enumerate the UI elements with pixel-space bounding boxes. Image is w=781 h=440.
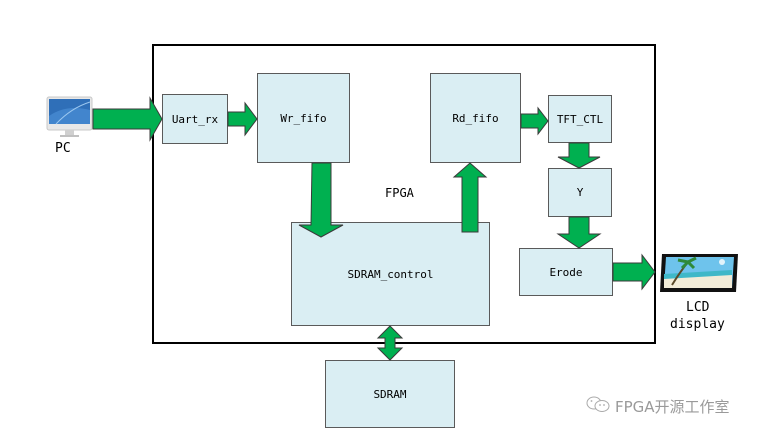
arrow-y-to-erode [556,216,602,249]
arrow-pc-to-uart-rx [92,96,163,142]
wechat-icon [585,395,611,417]
block-tft-ctl: TFT_CTL [548,95,612,143]
block-erode: Erode [519,248,613,296]
arrow-sdram-control-to-rd-fifo [452,162,488,233]
block-rd-fifo: Rd_fifo [430,73,521,163]
arrow-uart-rx-to-wr-fifo [227,101,258,137]
fpga-container [152,44,656,344]
arrow-sdram-control-sdram-bidirectional [376,325,404,361]
arrow-rd-fifo-to-tft-ctl [520,106,549,136]
block-sdram-control: SDRAM_control [291,222,490,326]
arrow-wr-fifo-to-sdram-control [298,162,344,238]
pc-monitor-icon [46,96,93,138]
fpga-label: FPGA [385,186,414,200]
block-wr-fifo: Wr_fifo [257,73,350,163]
watermark-text: FPGA开源工作室 [615,397,730,416]
watermark: FPGA开源工作室 [585,395,730,417]
block-sdram: SDRAM [325,360,455,428]
lcd-display-icon [658,252,740,294]
lcd-label-line1: LCD [686,300,710,315]
lcd-label-line2: display [670,317,725,332]
block-y: Y [548,168,612,217]
block-uart-rx: Uart_rx [162,94,228,144]
arrow-tft-ctl-to-y [557,142,601,169]
pc-label: PC [55,141,71,156]
arrow-erode-to-lcd [612,253,656,291]
